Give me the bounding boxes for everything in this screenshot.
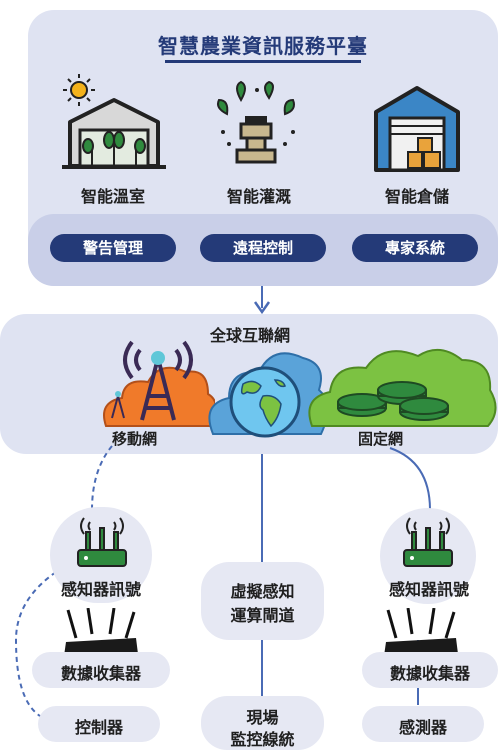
right-router-icon	[403, 517, 453, 567]
monitor-box	[201, 696, 324, 750]
expert-system-button[interactable]: 專家系統	[352, 234, 478, 262]
down-arrow-icon	[253, 286, 271, 315]
left-collector-label: 數據收集器	[60, 664, 141, 683]
platform-title: 智慧農業資訊服務平臺	[158, 34, 368, 58]
right-collector-label: 數據收集器	[389, 664, 470, 683]
internet-title: 全球互聯網	[209, 326, 290, 345]
gateway-line1: 虛擬感知	[230, 582, 295, 601]
left-device-pill	[38, 706, 160, 742]
remote-control-button[interactable]: 遠程控制	[200, 234, 326, 262]
alert-management-button[interactable]: 警告管理	[50, 234, 176, 262]
right-signal-label: 感知器訊號	[388, 580, 469, 599]
service-label-warehouse: 智能倉儲	[384, 187, 449, 206]
left-collector-icon	[64, 608, 138, 656]
right-collector-icon	[384, 608, 458, 656]
controller-label: 控制器	[74, 718, 123, 737]
mobile-network-icon	[103, 340, 215, 427]
mobile-network-label: 移動網	[112, 430, 158, 448]
fixed-network-label: 固定網	[358, 430, 404, 448]
gateway-line2: 運算閘道	[230, 606, 295, 625]
sensor-label: 感測器	[398, 718, 447, 737]
monitor-line2: 監控線統	[230, 730, 295, 749]
left-signal-label: 感知器訊號	[60, 580, 141, 599]
irrigation-icon	[217, 80, 295, 164]
fixed-network-icon	[308, 349, 497, 427]
service-label-irrigation: 智能灌溉	[226, 187, 291, 206]
warehouse-icon	[374, 86, 460, 172]
greenhouse-icon	[62, 74, 166, 169]
right-device-pill	[362, 706, 484, 742]
left-collector-pill	[32, 652, 170, 688]
title-underline	[165, 60, 361, 63]
monitor-line1: 現場	[246, 708, 279, 727]
left-router-icon	[77, 517, 127, 567]
gateway-box	[201, 562, 324, 640]
service-label-greenhouse: 智能溫室	[80, 187, 145, 206]
right-collector-pill	[362, 652, 498, 688]
